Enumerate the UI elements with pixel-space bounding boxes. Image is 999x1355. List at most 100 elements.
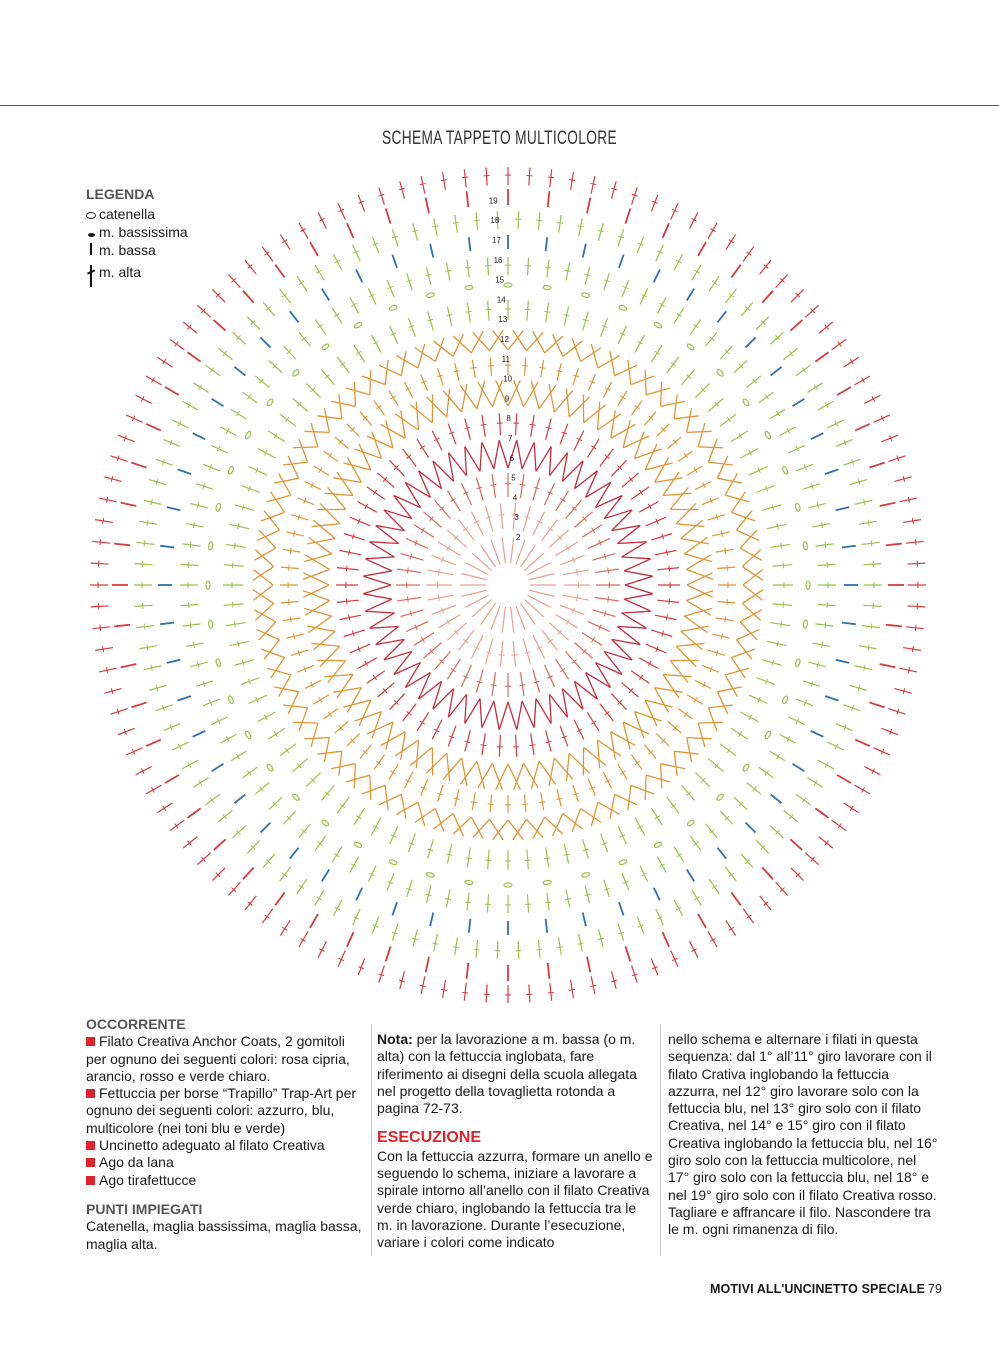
- chart-stitch: [407, 317, 416, 337]
- chart-stitch: [357, 194, 366, 212]
- chart-stitch: [730, 891, 742, 906]
- chart-stitch-bar: [715, 514, 719, 521]
- chart-stitch-bar: [561, 735, 568, 739]
- chart-stitch: [355, 887, 364, 901]
- chart-stitch: [549, 982, 553, 1001]
- chart-stitch: [779, 426, 796, 437]
- chart-stitch: [742, 908, 755, 924]
- chart-stitch: [636, 236, 645, 254]
- chart-stitch: [477, 762, 493, 789]
- chart-stitch: [733, 796, 748, 810]
- chart-stitch-bar: [582, 516, 587, 522]
- chart-stitch: [378, 793, 402, 806]
- chart-stitch: [650, 344, 663, 363]
- chart-stitch: [595, 494, 623, 509]
- chart-stitch: [520, 602, 536, 625]
- chart-stitch-bar: [710, 228, 716, 232]
- chart-stitch: [258, 621, 277, 641]
- chart-stitch: [434, 337, 445, 362]
- chart-stitch: [352, 908, 361, 926]
- chart-stitch-bar: [764, 394, 769, 400]
- chart-stitch: [673, 899, 684, 917]
- chart-stitch-bar: [406, 567, 409, 574]
- chart-stitch: [691, 889, 702, 906]
- chart-stitch: [730, 657, 746, 679]
- chart-stitch: [698, 446, 723, 449]
- chart-stitch-bar: [907, 667, 911, 674]
- chart-stitch: [565, 499, 582, 519]
- chart-stitch: [349, 856, 360, 873]
- chart-chain: [464, 284, 474, 291]
- chart-stitch: [190, 502, 208, 509]
- chart-stitch-bar: [216, 445, 221, 452]
- chart-stitch-bar: [810, 483, 814, 490]
- chart-stitch: [465, 594, 489, 608]
- chart-stitch-bar: [902, 688, 906, 695]
- chart-stitch: [526, 257, 530, 276]
- chart-stitch-bar: [720, 530, 724, 537]
- chart-stitch: [369, 541, 399, 545]
- chart-stitch-bar: [803, 464, 808, 471]
- chart-stitch: [135, 394, 152, 404]
- chart-stitch: [686, 737, 693, 763]
- chart-stitch-bar: [620, 395, 626, 400]
- chart-stitch-bar: [264, 251, 270, 256]
- chart-stitch: [621, 556, 651, 560]
- chart-stitch: [266, 494, 292, 503]
- chart-stitch-bar: [140, 396, 145, 402]
- chart-stitch-bar: [453, 535, 459, 541]
- chart-stitch: [532, 634, 546, 659]
- chart-stitch-bar: [603, 553, 607, 560]
- chart-stitch: [546, 191, 551, 208]
- chart-stitch: [656, 297, 667, 314]
- chart-stitch: [314, 264, 325, 281]
- chart-stitch: [644, 699, 658, 727]
- chart-stitch: [529, 572, 555, 581]
- chart-stitch-bar: [259, 378, 264, 384]
- chart-stitch: [345, 774, 371, 783]
- chart-stitch: [458, 519, 475, 541]
- chart-stitch: [496, 940, 499, 959]
- chart-chain: [292, 793, 300, 801]
- chart-stitch: [143, 665, 162, 671]
- chart-stitch-bar: [617, 700, 623, 705]
- chart-stitch: [352, 244, 361, 262]
- chart-stitch: [540, 359, 545, 378]
- chart-stitch: [464, 446, 468, 476]
- chart-stitch: [817, 400, 834, 411]
- chart-stitch: [559, 725, 569, 747]
- chart-stitch: [252, 589, 275, 604]
- chart-stitch-bar: [686, 791, 692, 796]
- chart-stitch-bar: [265, 306, 271, 311]
- chart-stitch: [701, 664, 719, 673]
- chart-stitch: [337, 950, 346, 968]
- chart-stitch-bar: [694, 269, 700, 274]
- chart-stitch-bar: [150, 664, 153, 671]
- chart-stitch: [319, 503, 341, 525]
- chart-stitch: [298, 823, 311, 839]
- chart-stitch: [827, 741, 844, 751]
- chart-stitch-bar: [174, 341, 179, 347]
- chart-stitch-bar: [648, 749, 654, 755]
- chart-stitch: [467, 918, 472, 933]
- chart-stitch: [609, 794, 616, 819]
- chart-stitch: [596, 401, 601, 431]
- chart-stitch-bar: [544, 310, 551, 313]
- chart-stitch-bar: [250, 844, 256, 850]
- chart-stitch: [592, 609, 616, 618]
- round-number-label: 6: [510, 454, 515, 463]
- chart-stitch-bar: [427, 848, 434, 852]
- chart-stitch: [369, 625, 399, 629]
- chart-stitch-bar: [670, 361, 677, 367]
- chart-stitch-bar: [780, 621, 783, 628]
- chart-stitch-bar: [628, 687, 634, 694]
- chart-stitch: [434, 499, 451, 519]
- chart-stitch: [452, 813, 465, 837]
- chart-stitch: [717, 600, 736, 604]
- chart-stitch: [568, 752, 590, 774]
- chart-stitch: [426, 752, 448, 774]
- chart-stitch-bar: [318, 467, 323, 473]
- chart-stitch-bar: [333, 853, 340, 858]
- chart-stitch: [481, 733, 486, 756]
- chart-stitch: [755, 839, 770, 854]
